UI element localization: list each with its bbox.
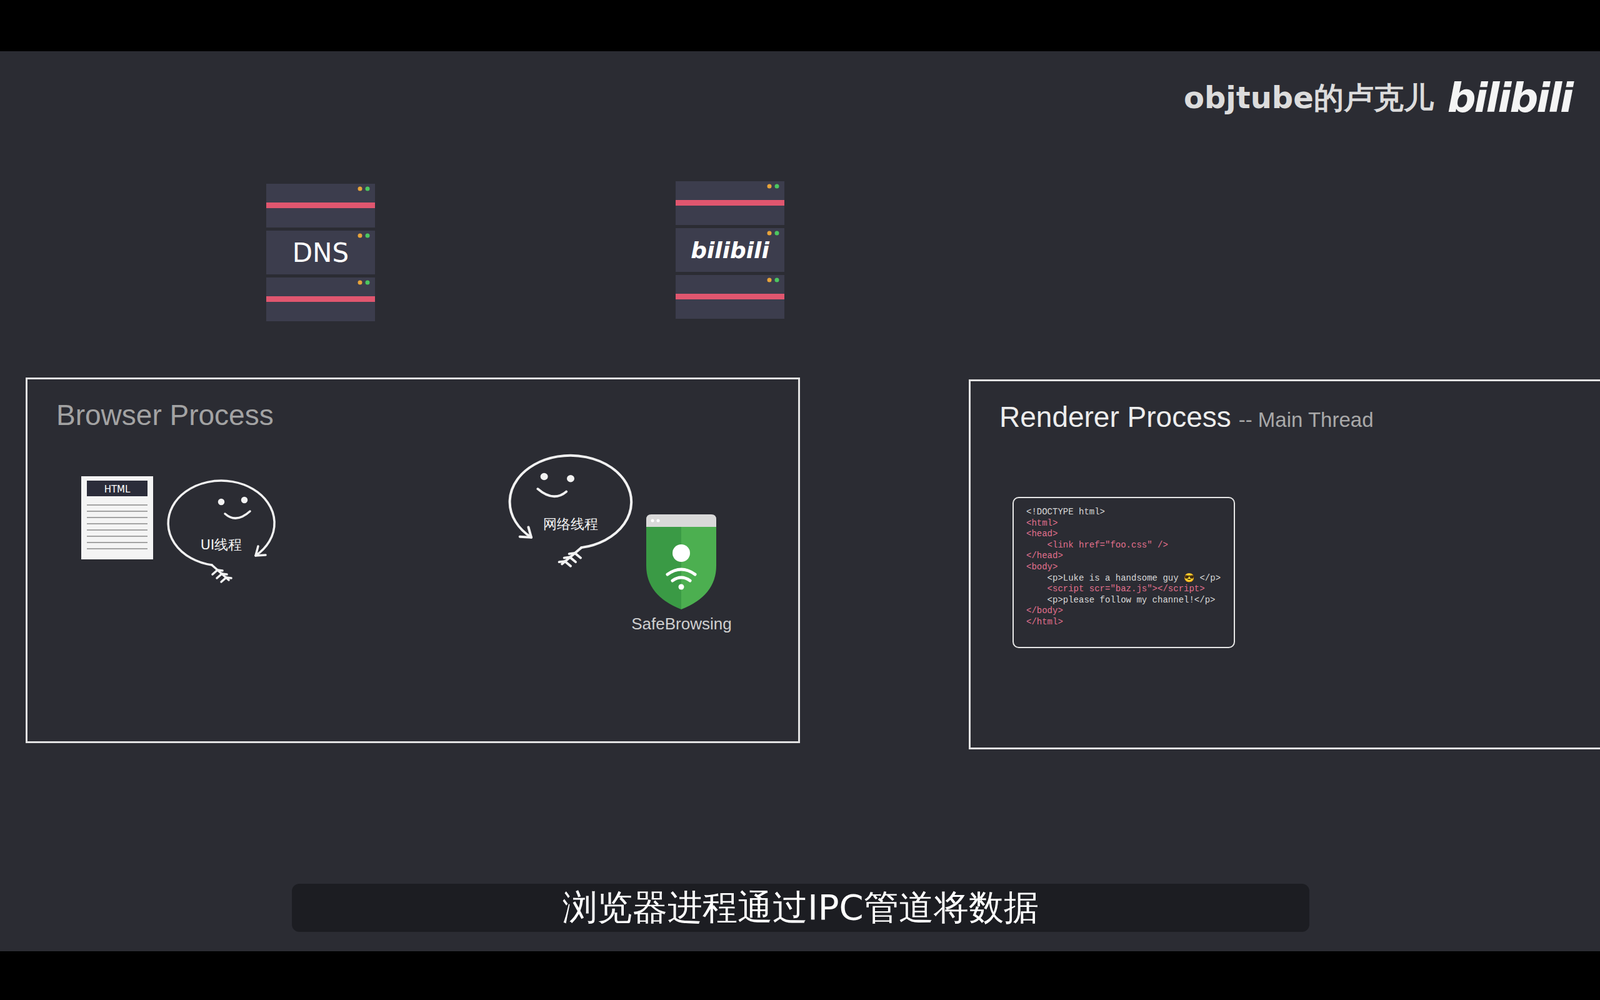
badge-label: SafeBrowsing — [631, 614, 732, 634]
server-label: DNS — [292, 237, 349, 269]
channel-name: objtube的卢克儿 — [1183, 78, 1434, 119]
html-document: HTML — [81, 476, 154, 560]
process-title: Renderer Process — [999, 400, 1232, 434]
code-line: <html> — [1026, 518, 1058, 530]
process-box: Browser ProcessHTML UI线程 网络线程 SafeBrowsing — [25, 377, 800, 744]
site-logo: bilibili — [1447, 75, 1572, 122]
code-line: </head> — [1026, 550, 1064, 562]
thread-label-area: UI线程 — [165, 535, 278, 555]
thread-loop-icon — [506, 450, 635, 569]
code-line: <body> — [1026, 561, 1058, 574]
dns-server: DNS — [266, 183, 375, 322]
code-line: <head> — [1026, 528, 1058, 540]
thread-label: UI线程 — [200, 535, 243, 555]
code-line: <!DOCTYPE html> — [1026, 506, 1105, 519]
subtitle-text: 浏览器进程通过IPC管道将数据 — [562, 884, 1039, 932]
thread-label-area: 网络线程 — [506, 515, 635, 534]
doc-label: HTML — [104, 483, 131, 495]
thread-loop: UI线程 — [165, 476, 278, 584]
process-title: Browser Process — [56, 398, 274, 432]
doc-label-area: HTML — [81, 481, 154, 497]
thread-loop-icon — [165, 476, 278, 584]
code-line: </html> — [1026, 616, 1064, 629]
watermark: objtube的卢克儿 bilibili — [1183, 75, 1572, 122]
code-line: </body> — [1026, 605, 1064, 617]
safebrowsing-badge: SafeBrowsing — [626, 514, 737, 637]
badge-label-area: SafeBrowsing — [626, 614, 737, 634]
server-label-area: DNS — [266, 230, 375, 275]
process-box: Renderer Process-- Main Thread <!DOCTYPE … — [968, 379, 1600, 750]
thread-loop: 网络线程 — [506, 450, 635, 569]
panel-heading: Browser Process — [56, 398, 274, 432]
server-label-area: bilibili — [675, 228, 785, 272]
thread-subtitle: -- Main Thread — [1238, 408, 1374, 432]
video-bar — [0, 951, 1600, 1000]
subtitle-bar: 浏览器进程通过IPC管道将数据 — [291, 883, 1310, 932]
code-box: <!DOCTYPE html><html><head><link href="f… — [1012, 496, 1235, 649]
server-label: bilibili — [690, 237, 770, 264]
code-line: <p>please follow my channel!</p> — [1026, 595, 1215, 607]
safebrowsing-shield — [646, 514, 717, 610]
code-line: <p>Luke is a handsome guy 😎 </p> — [1026, 573, 1221, 585]
video-bar — [0, 0, 1600, 52]
code-line: <script scr="baz.js"></script> — [1026, 583, 1205, 595]
code-line: <link href="foo.css" /> — [1026, 540, 1169, 552]
web-server: bilibili — [675, 181, 785, 319]
panel-heading: Renderer Process-- Main Thread — [999, 400, 1374, 434]
thread-label: 网络线程 — [543, 515, 599, 534]
